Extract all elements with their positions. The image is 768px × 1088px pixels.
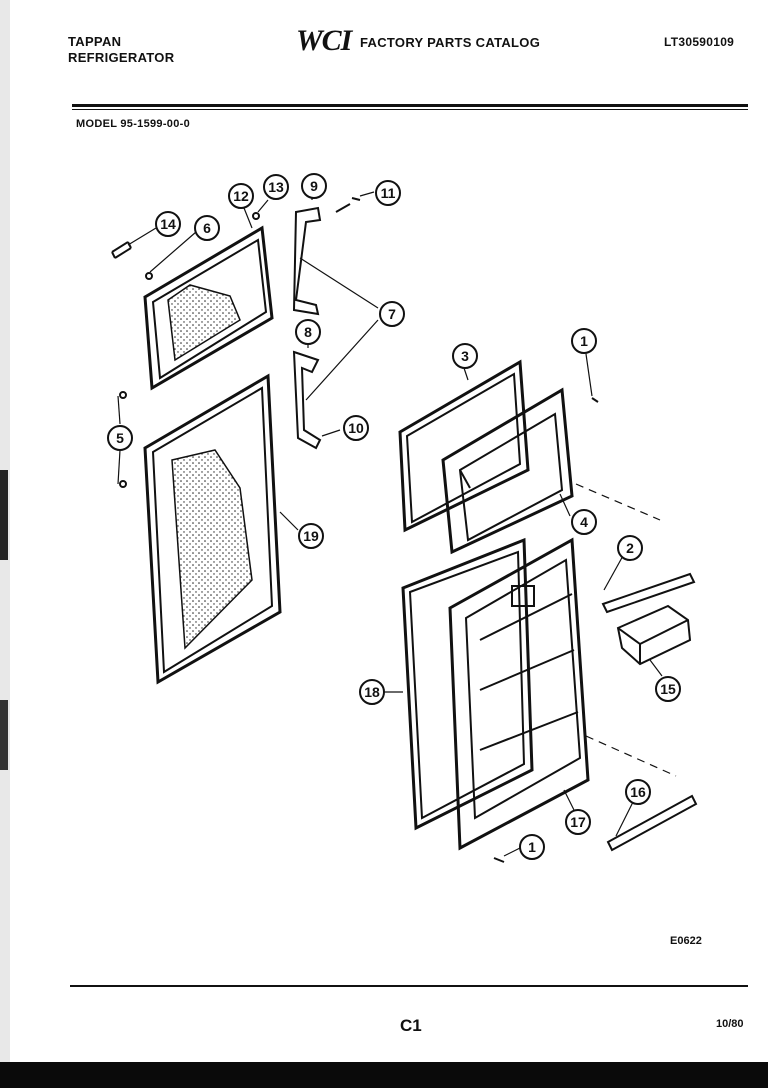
- model-number: MODEL 95-1599-00-0: [76, 118, 191, 130]
- callout-1-lower: [519, 834, 545, 860]
- callout-circles: [107, 173, 681, 860]
- callout-18: [359, 679, 385, 705]
- callout-label: 12: [233, 188, 249, 204]
- callout-1: [571, 328, 597, 354]
- fresh-food-gasket-part: [401, 537, 534, 831]
- callout-3: [452, 343, 478, 369]
- callout-12: [228, 183, 254, 209]
- door-shelf-bar-part: [601, 572, 696, 614]
- freezer-door-part: [143, 225, 274, 391]
- scan-edge-mark: [0, 470, 8, 560]
- brand-name: TAPPAN: [68, 34, 122, 49]
- door-shelf-bar-part: [606, 794, 698, 852]
- callout-19: [298, 523, 324, 549]
- figure-code: E0622: [670, 935, 702, 947]
- callout-2: [617, 535, 643, 561]
- callout-5: [107, 425, 133, 451]
- fresh-food-door-part: [143, 373, 282, 685]
- scan-edge-mark: [0, 700, 8, 770]
- callout-11: [375, 180, 401, 206]
- callout-17: [565, 809, 591, 835]
- footer-rule: [70, 985, 748, 987]
- callout-label: 19: [303, 528, 319, 544]
- freezer-gasket-part: [398, 359, 530, 533]
- callout-label: 15: [660, 681, 676, 697]
- callout-label: 3: [461, 348, 469, 364]
- screw-part: [335, 197, 361, 213]
- callout-label: 6: [203, 220, 211, 236]
- hinge-upper-part: [292, 206, 322, 316]
- header-rule-thin: [72, 109, 748, 110]
- screw-part: [145, 272, 153, 280]
- callout-16: [625, 779, 651, 805]
- screw-part: [252, 212, 260, 220]
- callout-8: [295, 319, 321, 345]
- callout-label: 5: [116, 430, 124, 446]
- fresh-food-liner-part: [448, 537, 590, 851]
- product-type: REFRIGERATOR: [68, 50, 175, 65]
- callout-label: 1: [580, 333, 588, 349]
- callout-10: [343, 415, 369, 441]
- callout-label: 8: [304, 324, 312, 340]
- leader-lines: [117, 191, 677, 857]
- screw-part: [493, 857, 505, 863]
- callout-label: 11: [381, 185, 396, 201]
- callout-label: 4: [580, 514, 588, 530]
- callout-label: 14: [160, 216, 176, 232]
- callout-label: 16: [630, 784, 646, 800]
- freezer-liner-part: [441, 387, 574, 555]
- screw-part: [119, 480, 127, 488]
- callout-7: [379, 301, 405, 327]
- callout-4: [571, 509, 597, 535]
- callout-label: 1: [528, 839, 536, 855]
- handle-clip-part: [111, 241, 132, 259]
- callout-label: 9: [310, 178, 318, 194]
- callout-14: [155, 211, 181, 237]
- callout-label: 2: [626, 540, 634, 556]
- callout-6: [194, 215, 220, 241]
- document-number: LT30590109: [664, 35, 735, 49]
- screw-part: [119, 391, 127, 399]
- hinge-lower-part: [292, 350, 322, 450]
- header-rule: [72, 104, 748, 107]
- callout-label: 7: [388, 306, 396, 322]
- screw-part: [591, 397, 599, 403]
- callout-label: 18: [364, 684, 380, 700]
- catalog-date: 10/80: [716, 1018, 744, 1030]
- wci-logo: WCI: [296, 24, 352, 57]
- callout-13: [263, 174, 289, 200]
- callout-label: 10: [348, 420, 364, 436]
- callout-15: [655, 676, 681, 702]
- callout-9: [301, 173, 327, 199]
- callout-label: 13: [268, 179, 284, 195]
- callout-label: 17: [570, 814, 586, 830]
- catalog-title: FACTORY PARTS CATALOG: [360, 35, 541, 50]
- page-number: C1: [400, 1016, 422, 1035]
- scan-bottom-edge: [0, 1062, 768, 1088]
- dairy-compartment-part: [616, 604, 692, 666]
